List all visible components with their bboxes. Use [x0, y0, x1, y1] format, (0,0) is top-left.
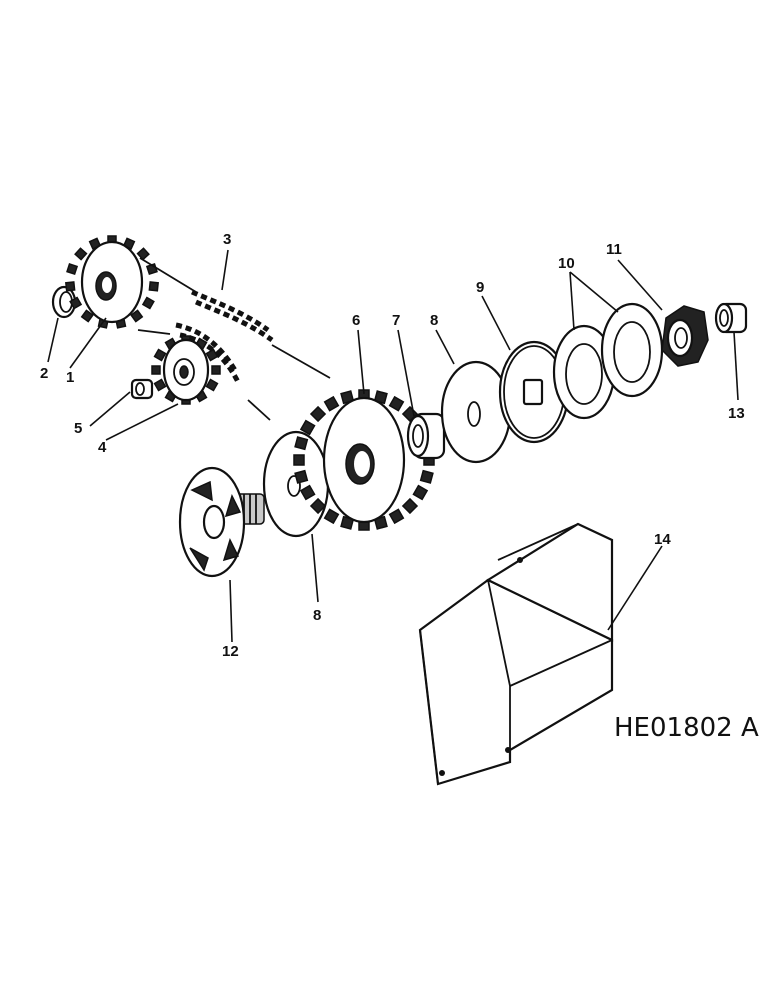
part-8-washer-right — [440, 360, 512, 464]
reference-code: HE01802 A — [614, 713, 759, 743]
callout-8b: 8 — [313, 607, 321, 624]
callout-labels: 1 2 3 4 5 6 7 8 8 9 10 11 12 13 14 — [40, 231, 745, 660]
callout-1: 1 — [66, 369, 74, 386]
part-13-sleeve — [714, 302, 748, 334]
part-12-flanged-hub — [178, 466, 265, 578]
callout-2: 2 — [40, 365, 48, 382]
callout-9: 9 — [476, 279, 484, 296]
leader-lines — [47, 249, 739, 643]
callout-5: 5 — [74, 420, 82, 437]
part-4-hub-sprocket — [151, 335, 221, 405]
callout-14: 14 — [654, 531, 671, 548]
callout-4: 4 — [98, 439, 107, 456]
part-7-bushing — [406, 412, 446, 460]
callout-10: 10 — [558, 255, 575, 272]
callout-11: 11 — [606, 241, 622, 258]
part-3-chain — [137, 257, 331, 421]
callout-7: 7 — [392, 312, 400, 329]
part-14-shield — [418, 522, 614, 786]
part-8-washer-left — [262, 430, 330, 538]
part-1-sprocket — [65, 235, 159, 329]
callout-3: 3 — [223, 231, 231, 248]
callout-13: 13 — [728, 405, 745, 422]
part-6-large-sprocket — [293, 389, 435, 531]
part-5-bushing — [130, 378, 154, 400]
part-11-castle-nut — [661, 305, 709, 367]
callout-12: 12 — [222, 643, 239, 660]
callout-6: 6 — [352, 312, 360, 329]
part-10-washers — [552, 302, 664, 420]
callout-8a: 8 — [430, 312, 438, 329]
